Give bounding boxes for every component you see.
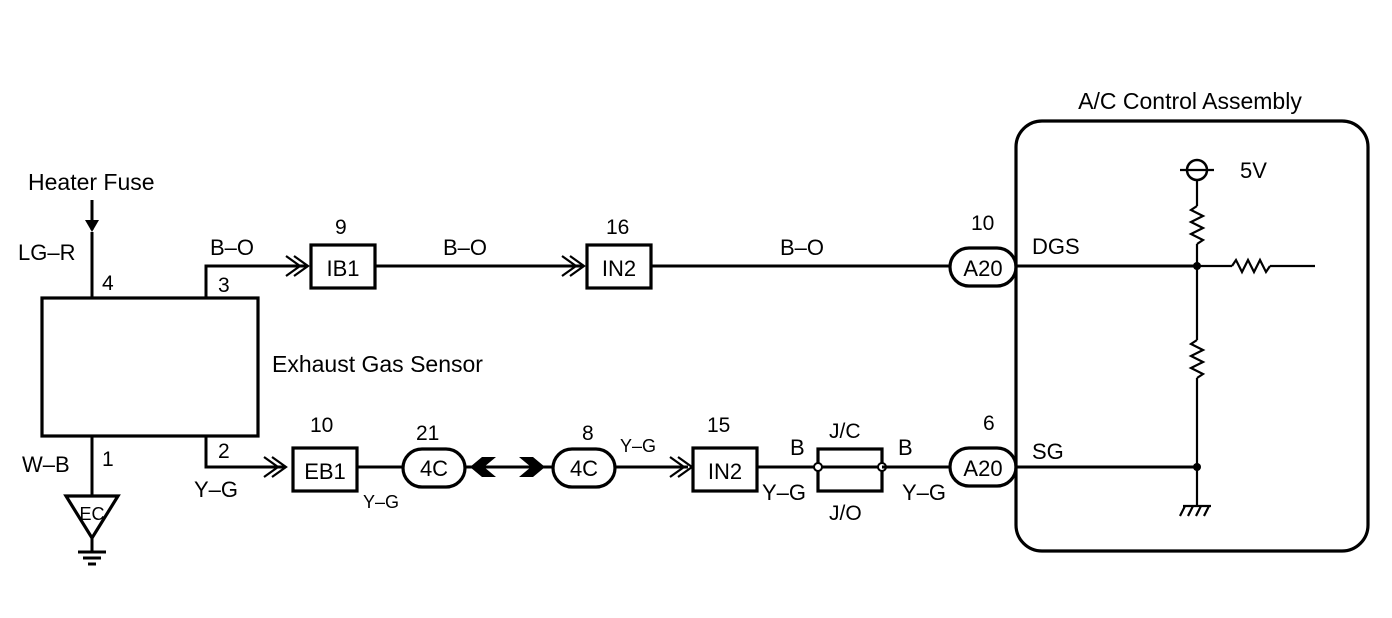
- 5v-supply-icon: [1180, 158, 1214, 182]
- exhaust-gas-sensor-label: Exhaust Gas Sensor: [272, 351, 483, 377]
- ground-icon: [78, 538, 106, 566]
- in2-bottom-pin: 15: [707, 414, 730, 437]
- sg-terminal-label: SG: [1032, 439, 1064, 464]
- eb1-pin: 10: [310, 414, 333, 437]
- 4c-right-label: 4C: [570, 456, 598, 481]
- eb1-connector: [291, 446, 359, 493]
- 4c-right-pin: 8: [582, 422, 594, 445]
- in2-top-label: IN2: [602, 256, 636, 281]
- wire-y-g-label-3: Y–G: [620, 436, 656, 456]
- jc-left-terminal-icon: [813, 462, 823, 472]
- sensor-pin-1: 1: [102, 448, 114, 471]
- ib1-label: IB1: [326, 256, 359, 281]
- pulldown-resistor-icon: [1188, 339, 1206, 379]
- ib1-connector-arrow-icon: [285, 255, 302, 277]
- pullup-resistor-icon: [1188, 205, 1206, 245]
- wire-b-o-label-3: B–O: [780, 235, 824, 260]
- jc-label: J/C: [829, 420, 861, 443]
- ground-ec-label: EC: [79, 504, 104, 524]
- sensor-pin-3: 3: [218, 274, 230, 297]
- 4c-left-pin: 21: [416, 422, 439, 445]
- in2-bottom-label: IN2: [708, 459, 742, 484]
- wire-b-o-label-1: B–O: [210, 235, 254, 260]
- 5v-label: 5V: [1240, 158, 1267, 183]
- in2-bottom-connector: [691, 446, 759, 493]
- ib1-connector: [309, 243, 377, 290]
- a20-bottom-pin: 6: [983, 412, 995, 435]
- wire-y-g-label-4: Y–G: [762, 480, 806, 505]
- eb1-connector-arrow-icon: [263, 456, 280, 478]
- wire-y-g-label-1: Y–G: [194, 477, 238, 502]
- wire-sensor-to-eb1: [204, 436, 286, 469]
- in2-connector-arrow-icon: [561, 255, 578, 277]
- ground-point-ec: [63, 494, 121, 542]
- connector-mating-arrows-icon: [470, 457, 545, 477]
- junction-connector-jc: [816, 447, 884, 493]
- a20-bottom-label: A20: [963, 456, 1002, 481]
- ac-control-assembly-title: A/C Control Assembly: [1078, 88, 1302, 114]
- ib1-pin: 9: [335, 216, 347, 239]
- in2-bottom-arrow-icon: [669, 456, 686, 478]
- wire-w-b-label: W–B: [22, 452, 70, 477]
- sensor-pin-2: 2: [218, 440, 230, 463]
- dgs-terminal-label: DGS: [1032, 234, 1080, 259]
- wire-y-g-label-2: Y–G: [363, 492, 399, 512]
- exhaust-gas-sensor-box: [40, 296, 260, 438]
- wire-lg-r-label: LG–R: [18, 240, 75, 265]
- wire-sensor-to-ib1: [204, 264, 306, 298]
- in2-top-pin: 16: [606, 216, 629, 239]
- wire-b-label-1: B: [790, 435, 805, 460]
- wire-y-g-label-5: Y–G: [902, 480, 946, 505]
- sensor-pin-4: 4: [102, 272, 114, 295]
- eb1-label: EB1: [304, 459, 346, 484]
- 4c-left-label: 4C: [420, 456, 448, 481]
- heater-fuse-arrow-icon: [85, 200, 99, 232]
- sg-junction-dot-icon: [1193, 463, 1201, 471]
- series-resistor-icon: [1231, 257, 1271, 275]
- a20-top-label: A20: [963, 256, 1002, 281]
- ac-control-assembly-box: [1014, 119, 1370, 553]
- chassis-ground-icon: [1179, 504, 1211, 517]
- heater-fuse-label: Heater Fuse: [28, 169, 155, 195]
- wire-b-o-label-2: B–O: [443, 235, 487, 260]
- jo-label: J/O: [829, 502, 862, 525]
- wire-b-label-2: B: [898, 435, 913, 460]
- a20-top-pin: 10: [971, 212, 994, 235]
